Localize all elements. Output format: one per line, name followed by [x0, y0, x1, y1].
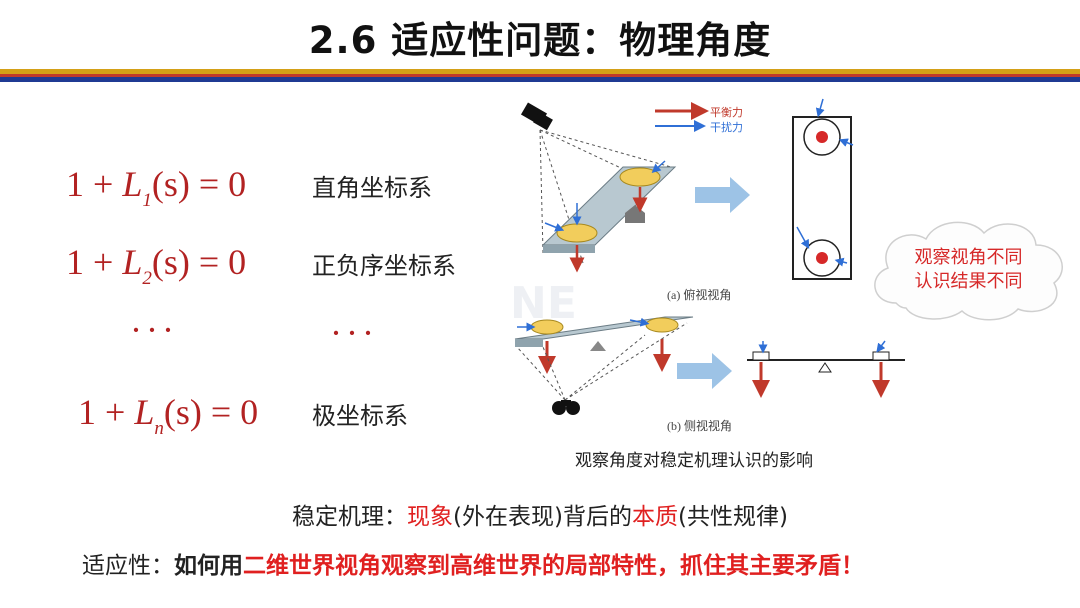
- weight-lower: [556, 223, 598, 243]
- equation-n: 1 + Ln(s) = 0: [78, 392, 259, 439]
- title-stripe-red: [0, 74, 1080, 77]
- caption-top-view: (a) 俯视视角: [667, 288, 732, 302]
- stability-mechanism-line: 稳定机理：现象(外在表现)背后的本质(共性规律): [292, 504, 788, 530]
- watermark: NE: [510, 278, 577, 329]
- title-stripe-blue: [0, 77, 1080, 82]
- coord-system-sequence: 正负序坐标系: [312, 252, 456, 280]
- legend-balance-label: 平衡力: [710, 106, 743, 119]
- caption-side-view: (b) 侧视视角: [667, 419, 732, 433]
- equation-1: 1 + L1(s) = 0: [66, 164, 247, 211]
- camera-bottom-icon: [552, 400, 580, 415]
- observation-angle-figure: [514, 98, 905, 415]
- title-stripe-gold: [0, 69, 1080, 74]
- legend-disturb-label: 干扰力: [710, 121, 743, 134]
- slide-title: 2.6 适应性问题：物理角度: [308, 19, 772, 62]
- coord-system-polar: 极坐标系: [312, 402, 408, 430]
- weight-upper: [619, 167, 661, 187]
- ellipsis-right: ···: [330, 313, 378, 353]
- adaptability-line: 适应性：如何用二维世界视角观察到高维世界的局部特性，抓住其主要矛盾！: [82, 553, 864, 579]
- plate-edge: [543, 245, 595, 253]
- ellipsis-left: ···: [130, 310, 178, 350]
- coord-system-cartesian: 直角坐标系: [312, 174, 432, 202]
- arrow-right-icon-2: [677, 353, 732, 389]
- arrow-right-icon: [695, 177, 750, 213]
- camera-top-icon: [520, 102, 553, 131]
- figure-caption: 观察角度对稳定机理认识的影响: [575, 451, 813, 471]
- cloud-callout: [874, 221, 1063, 321]
- cloud-text: 观察视角不同 认识结果不同: [914, 247, 1023, 292]
- equation-2: 1 + L2(s) = 0: [66, 242, 247, 289]
